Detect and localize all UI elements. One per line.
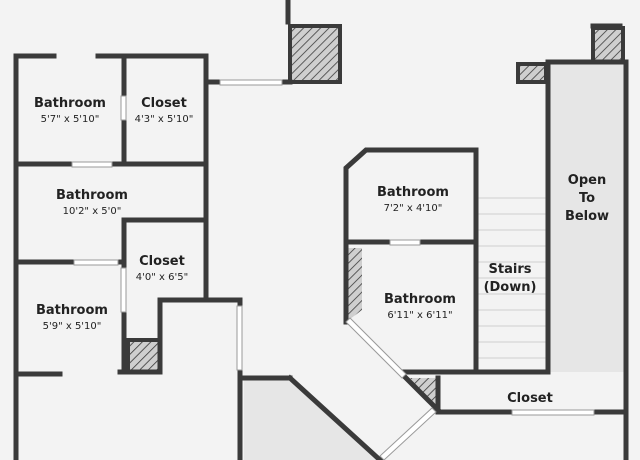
room-closet-2: Closet 4'0" x 6'5" xyxy=(136,254,188,283)
room-dimensions: 5'9" x 5'10" xyxy=(43,321,102,332)
room-open-to-below: Open To Below xyxy=(565,173,609,224)
lower-shaded-area xyxy=(244,378,380,460)
room-label: Bathroom xyxy=(377,185,449,200)
room-bathroom-3: Bathroom 5'9" x 5'10" xyxy=(36,303,108,332)
room-label: Bathroom xyxy=(56,188,128,203)
stairs-treads xyxy=(478,197,547,372)
room-label: Bathroom xyxy=(36,303,108,318)
room-label: Below xyxy=(565,209,609,224)
room-label: To xyxy=(579,191,595,206)
hatched-columns xyxy=(126,24,625,410)
room-label: Closet xyxy=(139,254,185,269)
room-dimensions: 4'0" x 6'5" xyxy=(136,272,188,283)
room-label: (Down) xyxy=(484,280,537,295)
room-label: Stairs xyxy=(489,262,532,277)
open-to-below-area xyxy=(548,62,626,372)
room-bathroom-1: Bathroom 5'7" x 5'10" xyxy=(34,96,106,125)
room-closet-3: Closet xyxy=(507,391,553,406)
room-label: Open xyxy=(568,173,606,188)
room-label: Bathroom xyxy=(34,96,106,111)
room-stairs: Stairs (Down) xyxy=(484,262,537,295)
windows xyxy=(71,79,595,460)
room-closet-1: Closet 4'3" x 5'10" xyxy=(135,96,194,125)
room-bathroom-5: Bathroom 6'11" x 6'11" xyxy=(384,292,456,321)
room-dimensions: 4'3" x 5'10" xyxy=(135,114,194,125)
room-bathroom-2: Bathroom 10'2" x 5'0" xyxy=(56,188,128,217)
room-label: Bathroom xyxy=(384,292,456,307)
room-dimensions: 10'2" x 5'0" xyxy=(63,206,122,217)
room-dimensions: 7'2" x 4'10" xyxy=(384,203,443,214)
room-label: Closet xyxy=(141,96,187,111)
room-label: Closet xyxy=(507,391,553,406)
room-dimensions: 5'7" x 5'10" xyxy=(41,114,100,125)
room-dimensions: 6'11" x 6'11" xyxy=(387,310,452,321)
room-bathroom-4: Bathroom 7'2" x 4'10" xyxy=(377,185,449,214)
